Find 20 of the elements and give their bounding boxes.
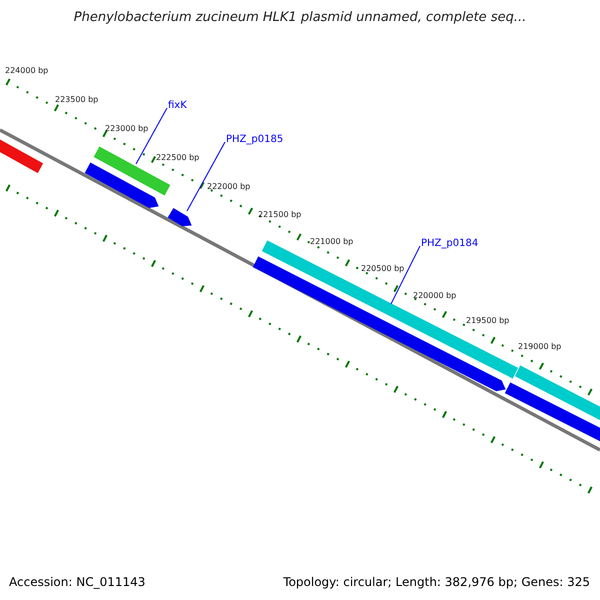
gene-label: fixK [168,100,187,111]
footer-text: Topology: circular; Length: 382,976 bp; Genes: 325 [283,575,590,589]
scale-label: 224000 bp [5,66,48,75]
scale-label: 222500 bp [156,153,200,162]
gene-bar [168,208,192,226]
scale-label: 221500 bp [258,210,302,219]
footer-text: Accession: NC_011143 [9,575,146,589]
title: Phenylobacterium zucineum HLK1 plasmid unnamed, complete seq... [72,10,528,25]
scale-label: 221000 bp [310,237,354,246]
scale-label: 223500 bp [55,95,98,104]
gene-label: PHZ_p0184 [421,238,478,249]
scale-label: 219500 bp [466,316,510,325]
scale-label: 223000 bp [105,124,148,133]
scale-label: 220500 bp [361,264,404,273]
leader-line [136,108,168,164]
scale-label: 222000 bp [207,182,250,191]
gene-label: PHZ_p0185 [226,134,284,145]
scale-label: 220000 bp [413,291,456,300]
leader-line [186,142,226,212]
leader-line [390,246,420,304]
